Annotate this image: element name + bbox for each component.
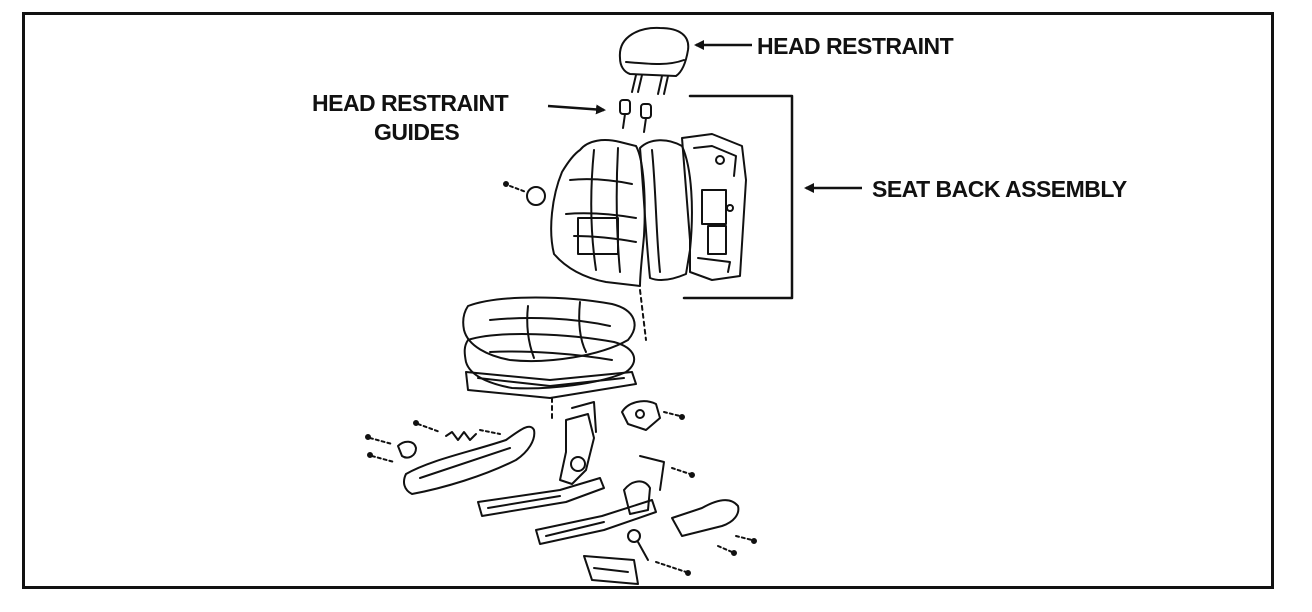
seat-pan-part <box>465 371 637 399</box>
head-restraint-guides-label-line1: HEAD RESTRAINT <box>312 90 509 116</box>
head-restraint-label: HEAD RESTRAINT <box>757 33 954 59</box>
guides-arrow <box>547 104 606 115</box>
head-restraint-guides-part <box>619 99 652 133</box>
seat-back-cushion-part <box>550 139 646 287</box>
seat-track-assembly-part <box>397 400 740 585</box>
diagram-frame <box>22 12 1274 589</box>
seat-back-frame-part <box>681 133 747 281</box>
seat-back-rear-cover-part <box>639 139 693 282</box>
fasteners <box>365 411 757 576</box>
head-restraint-guides-label-line2: GUIDES <box>374 119 460 145</box>
head-restraint-part <box>618 26 690 95</box>
seat-cushion-cover-part <box>462 296 636 363</box>
seat-back-bracket-line <box>682 94 794 300</box>
seat-back-assembly-label: SEAT BACK ASSEMBLY <box>872 176 1127 202</box>
alignment-lines <box>551 289 647 421</box>
recliner-knob-part <box>503 181 546 206</box>
